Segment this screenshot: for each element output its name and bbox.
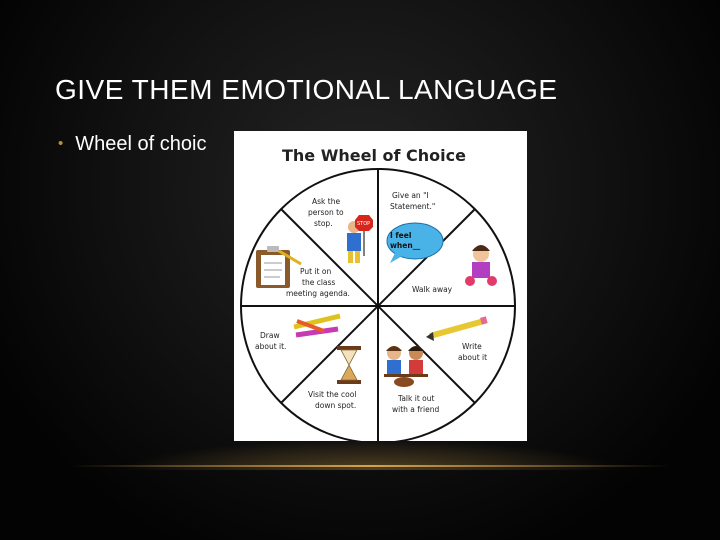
speech-bubble-icon: I feel when__ bbox=[386, 222, 444, 263]
hourglass-icon bbox=[337, 346, 361, 384]
talk-line-1: Talk it out bbox=[397, 394, 434, 403]
section-ask-to-stop: Ask the person to stop. bbox=[308, 197, 344, 228]
cool-line-1: Visit the cool bbox=[308, 390, 356, 399]
pencil-icon bbox=[426, 316, 488, 341]
footer-accent-line bbox=[70, 465, 670, 467]
agenda-line-3: meeting agenda. bbox=[286, 289, 350, 298]
section-draw: Draw about it. bbox=[255, 331, 286, 351]
ask-line-3: stop. bbox=[314, 219, 333, 228]
ask-line-2: person to bbox=[308, 208, 344, 217]
wheel-heading: The Wheel of Choice bbox=[282, 146, 466, 165]
agenda-line-2: the class bbox=[302, 278, 335, 287]
section-class-agenda: Put it on the class meeting agenda. bbox=[286, 267, 350, 298]
wheel-of-choice-image: The Wheel of Choice Ask the person to st… bbox=[234, 131, 527, 441]
write-line-1: Write bbox=[462, 342, 482, 351]
wheel-svg: The Wheel of Choice Ask the person to st… bbox=[240, 146, 516, 441]
bubble-line-2: when__ bbox=[390, 241, 420, 250]
section-cool-down: Visit the cool down spot. bbox=[308, 390, 356, 410]
write-line-2: about it bbox=[458, 353, 487, 362]
statement-line-2: Statement." bbox=[390, 202, 435, 211]
agenda-line-1: Put it on bbox=[300, 267, 331, 276]
draw-line-2: about it. bbox=[255, 342, 286, 351]
section-write: Write about it bbox=[458, 342, 487, 362]
bullet-text: Wheel of choic bbox=[75, 133, 207, 155]
bubble-line-1: I feel bbox=[390, 231, 411, 240]
stop-sign-text: STOP bbox=[357, 221, 370, 227]
slide-title: GIVE THEM EMOTIONAL LANGUAGE bbox=[55, 74, 558, 105]
section-i-statement: Give an "I Statement." bbox=[390, 191, 435, 211]
bullet-dot-icon: • bbox=[58, 135, 64, 152]
statement-line-1: Give an "I bbox=[392, 191, 429, 200]
bullet-item: • Wheel of choic bbox=[58, 133, 206, 156]
crayons-icon bbox=[293, 313, 341, 338]
cool-line-2: down spot. bbox=[315, 401, 356, 410]
child-walking-icon bbox=[465, 245, 497, 286]
clipboard-icon bbox=[256, 246, 302, 288]
section-walk-away: Walk away bbox=[412, 285, 453, 294]
two-friends-icon bbox=[384, 346, 428, 387]
talk-line-2: with a friend bbox=[392, 405, 439, 414]
draw-line-1: Draw bbox=[260, 331, 280, 340]
ask-line-1: Ask the bbox=[312, 197, 340, 206]
child-stop-sign-icon: STOP bbox=[347, 215, 373, 263]
section-talk-friend: Talk it out with a friend bbox=[392, 394, 439, 414]
